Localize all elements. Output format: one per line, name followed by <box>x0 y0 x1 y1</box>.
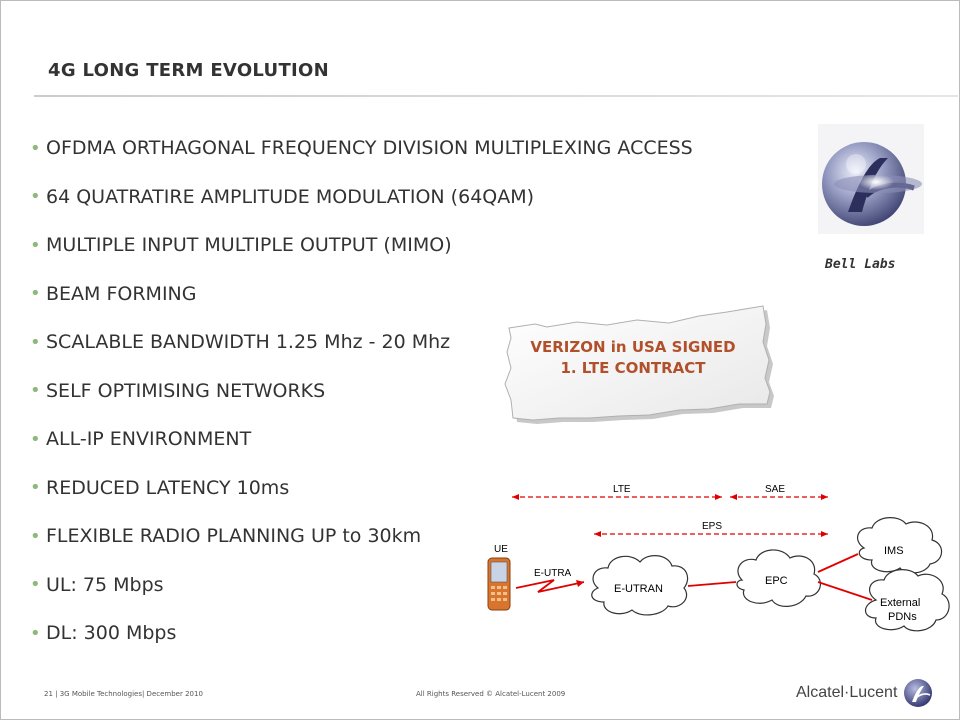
bullet-text: REDUCED LATENCY 10ms <box>46 476 290 499</box>
ue-label: UE <box>494 544 508 555</box>
external-pdns-label-2: PDNs <box>888 611 917 623</box>
external-pdns-label-1: External <box>880 597 920 609</box>
bullet-text: ALL-IP ENVIRONMENT <box>46 428 252 451</box>
bell-labs-logo <box>818 124 924 234</box>
slide-title: 4G LONG TERM EVOLUTION <box>48 60 330 81</box>
bullet-marker: • <box>30 331 41 353</box>
e-utran-label: E-UTRAN <box>614 583 663 595</box>
bullet-text: DL: 300 Mbps <box>46 622 177 645</box>
ims-label: IMS <box>884 545 904 557</box>
lte-label: LTE <box>613 484 631 495</box>
bullet-text: MULTIPLE INPUT MULTIPLE OUTPUT (MIMO) <box>46 234 452 257</box>
epc-ims-link <box>817 553 859 573</box>
bullet-marker: • <box>30 380 41 402</box>
bullet-item: •64 QUATRATIRE AMPLITUDE MODULATION (64Q… <box>30 173 693 222</box>
bullet-text: OFDMA ORTHAGONAL FREQUENCY DIVISION MULT… <box>46 137 693 160</box>
bullet-item: •REDUCED LATENCY 10ms <box>30 464 693 513</box>
note-line-2: 1. LTE CONTRACT <box>560 359 706 377</box>
e-utran-cloud: E-UTRAN <box>591 555 689 616</box>
bullet-marker: • <box>30 186 41 208</box>
bullet-list: •OFDMA ORTHAGONAL FREQUENCY DIVISION MUL… <box>30 124 693 658</box>
title-divider <box>34 95 958 97</box>
brand-name: Alcatel·Lucent <box>796 684 898 701</box>
epc-pdns-link <box>817 581 873 601</box>
footer-copyright: All Rights Reserved © Alcatel-Lucent 200… <box>416 690 566 698</box>
bullet-item: •BEAM FORMING <box>30 270 693 319</box>
bullet-item: •FLEXIBLE RADIO PLANNING UP to 30km <box>30 512 693 561</box>
bullet-marker: • <box>30 137 41 159</box>
eps-label: EPS <box>702 521 722 532</box>
external-pdns-cloud: External PDNs <box>864 569 950 632</box>
bullet-text: BEAM FORMING <box>46 282 197 305</box>
bullet-marker: • <box>30 477 41 499</box>
bullet-item: •DL: 300 Mbps <box>30 609 693 658</box>
bullet-marker: • <box>30 574 41 596</box>
torn-paper-note <box>487 294 777 424</box>
bullet-text: SELF OPTIMISING NETWORKS <box>46 379 326 402</box>
alcatel-lucent-logo-icon <box>903 678 933 708</box>
phone-icon <box>487 557 511 611</box>
e-utran-epc-link <box>687 581 737 587</box>
bullet-text: 64 QUATRATIRE AMPLITUDE MODULATION (64QA… <box>46 185 535 208</box>
bullet-marker: • <box>30 283 41 305</box>
radio-link-icon <box>515 579 585 593</box>
bullet-marker: • <box>30 622 41 644</box>
bullet-text: SCALABLE BANDWIDTH 1.25 Mhz - 20 Mhz <box>46 331 451 354</box>
epc-label: EPC <box>765 575 788 587</box>
logo-caption: Bell Labs <box>825 257 896 272</box>
bullet-marker: • <box>30 428 41 450</box>
footer-page-info: 21 | 3G Mobile Technologies| December 20… <box>44 690 203 698</box>
bullet-marker: • <box>30 525 41 547</box>
bullet-marker: • <box>30 234 41 256</box>
bullet-item: •OFDMA ORTHAGONAL FREQUENCY DIVISION MUL… <box>30 124 693 173</box>
bullet-item: •MULTIPLE INPUT MULTIPLE OUTPUT (MIMO) <box>30 221 693 270</box>
bullet-text: FLEXIBLE RADIO PLANNING UP to 30km <box>46 525 422 548</box>
sae-label: SAE <box>765 484 785 495</box>
ims-cloud: IMS <box>856 517 943 574</box>
note-text: VERIZON in USA SIGNED 1. LTE CONTRACT <box>502 337 764 379</box>
note-line-1: VERIZON in USA SIGNED <box>530 338 736 356</box>
bullet-item: •SELF OPTIMISING NETWORKS <box>30 367 693 416</box>
bullet-item: •SCALABLE BANDWIDTH 1.25 Mhz - 20 Mhz <box>30 318 693 367</box>
bullet-item: •UL: 75 Mbps <box>30 561 693 610</box>
bullet-text: UL: 75 Mbps <box>46 573 164 596</box>
epc-cloud: EPC <box>736 549 822 607</box>
bullet-item: •ALL-IP ENVIRONMENT <box>30 415 693 464</box>
lte-architecture-diagram: LTE SAE EPS UE E-UTRA E-UTRAN <box>480 470 960 650</box>
e-utra-label: E-UTRA <box>534 568 572 579</box>
